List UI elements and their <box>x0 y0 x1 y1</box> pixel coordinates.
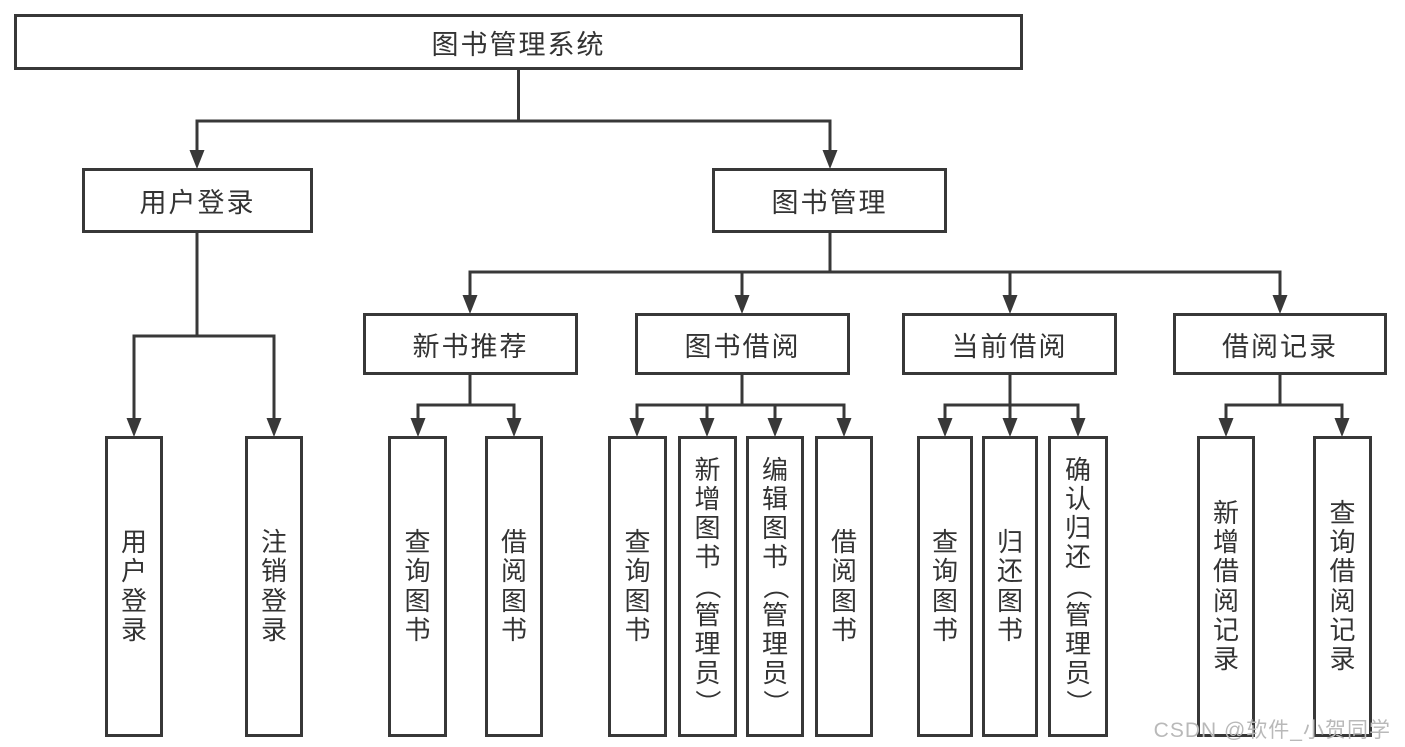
leaf-query-book-current: 查询图书 <box>917 436 973 737</box>
node-book-borrowing: 图书借阅 <box>635 313 850 375</box>
node-borrowing-records: 借阅记录 <box>1173 313 1387 375</box>
leaf-edit-book-admin: 编辑图书（管理员） <box>746 436 804 737</box>
leaf-add-book-admin: 新增图书（管理员） <box>678 436 737 737</box>
node-book-management: 图书管理 <box>712 168 947 233</box>
node-user-login: 用户登录 <box>82 168 313 233</box>
leaf-borrow-book-borrowing: 借阅图书 <box>815 436 873 737</box>
leaf-logout: 注销登录 <box>245 436 303 737</box>
leaf-user-login: 用户登录 <box>105 436 163 737</box>
leaf-query-book-recommend: 查询图书 <box>388 436 447 737</box>
leaf-confirm-return-admin: 确认归还（管理员） <box>1048 436 1108 737</box>
leaf-return-book: 归还图书 <box>982 436 1038 737</box>
watermark: CSDN @软件_小贺同学 <box>1153 719 1391 742</box>
node-library-system: 图书管理系统 <box>14 14 1023 70</box>
connector-lines <box>132 70 1344 419</box>
leaf-query-book-borrowing: 查询图书 <box>608 436 667 737</box>
leaf-add-borrow-record: 新增借阅记录 <box>1197 436 1255 737</box>
leaf-borrow-book-recommend: 借阅图书 <box>485 436 543 737</box>
node-new-book-recommend: 新书推荐 <box>363 313 578 375</box>
node-current-borrowing: 当前借阅 <box>902 313 1117 375</box>
leaf-query-borrow-record: 查询借阅记录 <box>1313 436 1372 737</box>
